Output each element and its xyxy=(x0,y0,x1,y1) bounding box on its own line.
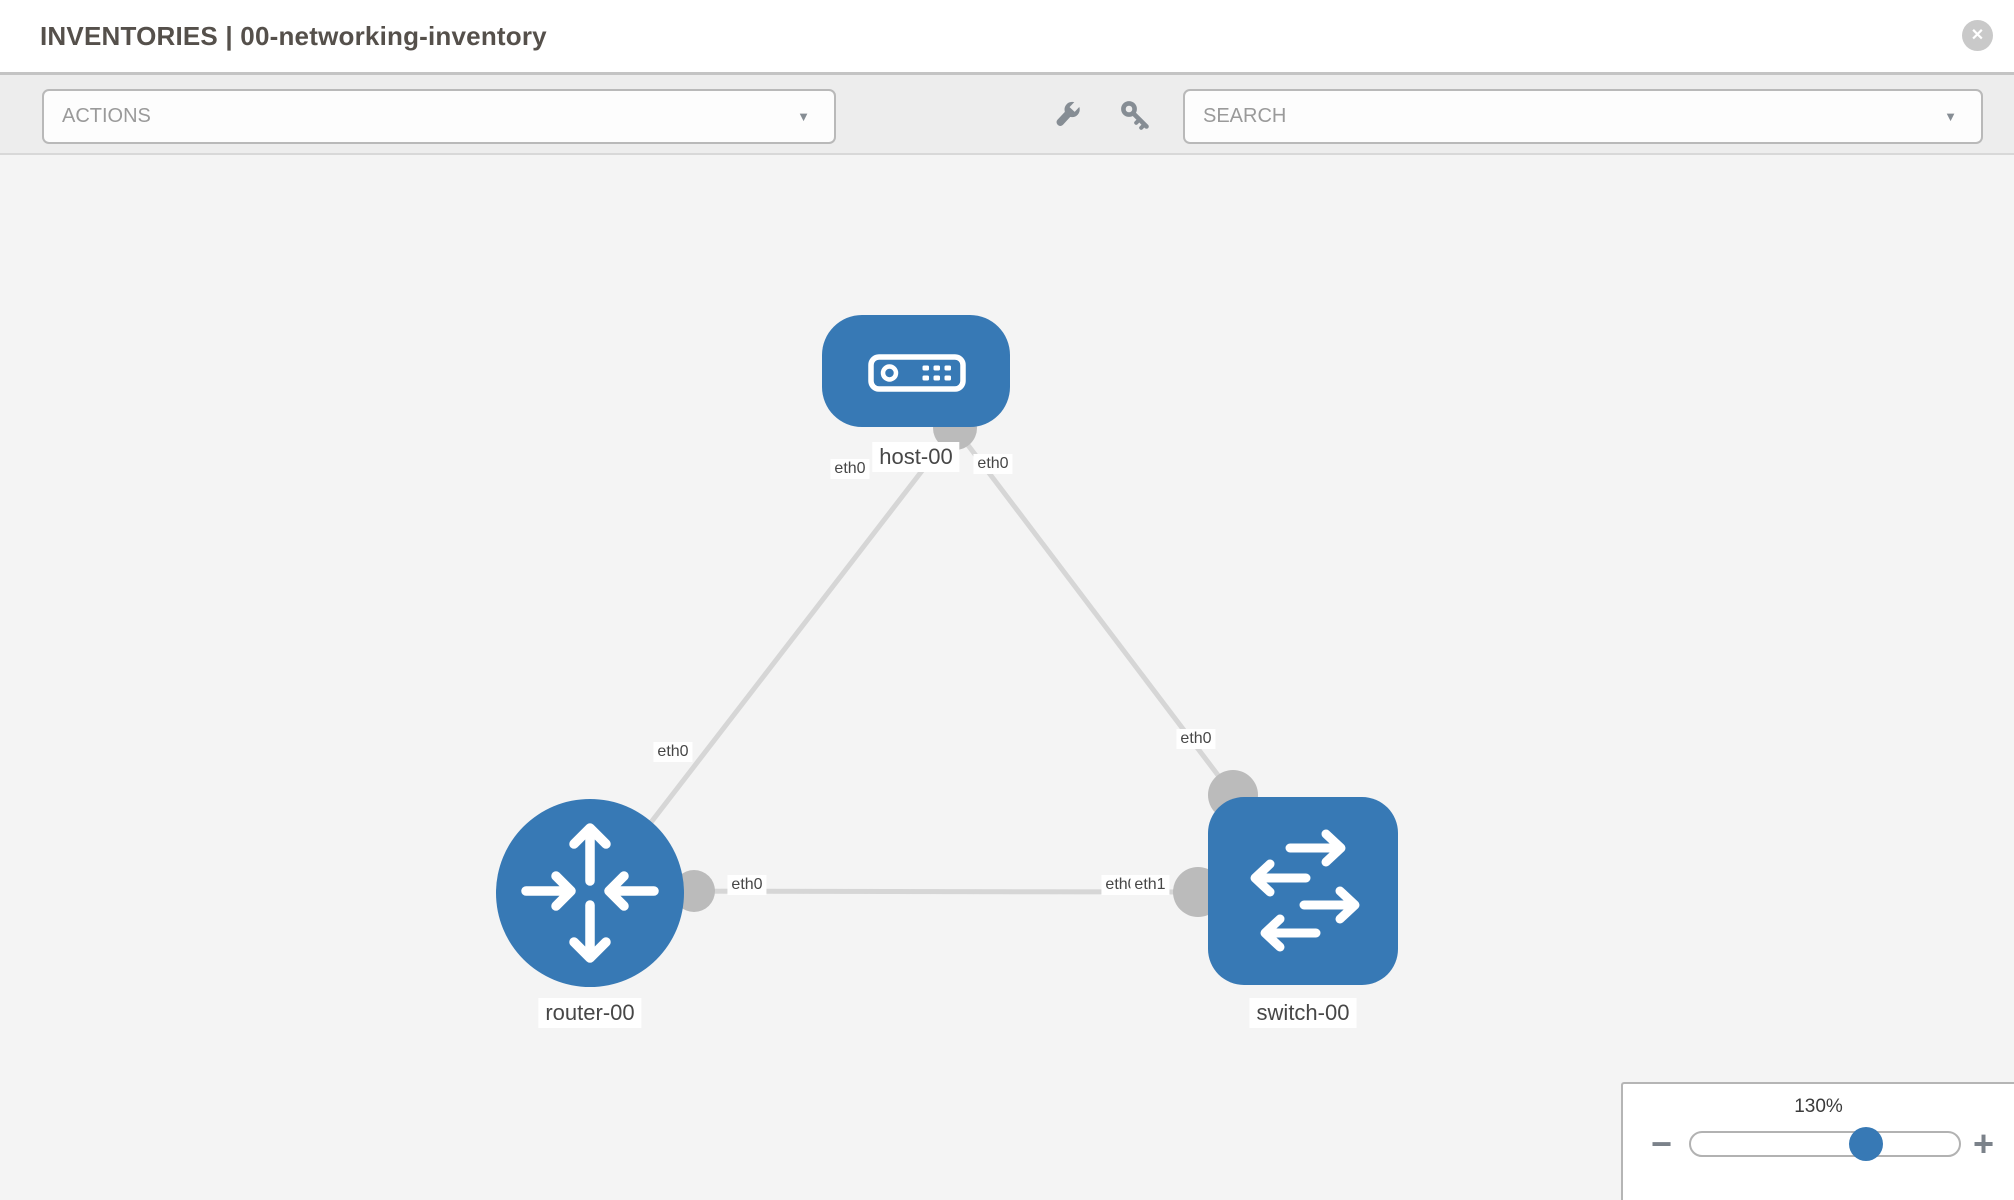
key-button[interactable] xyxy=(1118,98,1152,132)
search-dropdown[interactable]: SEARCH ▼ xyxy=(1183,89,1983,144)
page-title: INVENTORIES | 00-networking-inventory xyxy=(40,21,547,51)
zoom-out-button[interactable]: − xyxy=(1651,1123,1673,1164)
node-label-host: host-00 xyxy=(872,442,960,472)
close-button[interactable]: ✕ xyxy=(1962,20,1993,51)
switch-icon xyxy=(1250,829,1360,952)
key-icon xyxy=(1121,101,1149,130)
caret-down-icon: ▼ xyxy=(797,109,810,124)
node-host-00[interactable] xyxy=(822,315,1010,427)
node-router-00[interactable] xyxy=(496,799,684,987)
node-label-switch: switch-00 xyxy=(1249,998,1357,1028)
search-dropdown-label: SEARCH xyxy=(1203,105,1287,127)
links-group xyxy=(589,426,1235,897)
caret-down-icon: ▼ xyxy=(1944,109,1957,124)
interface-label: eth0 xyxy=(973,454,1013,474)
toolbar: ACTIONS ▼ SEARCH ▼ xyxy=(0,72,2014,155)
interface-label: eth0 xyxy=(830,459,870,479)
zoom-slider-thumb[interactable] xyxy=(1849,1127,1883,1161)
interface-label: eth0 xyxy=(653,742,693,762)
zoom-panel: 130% − + xyxy=(1621,1082,2014,1200)
topology-canvas[interactable]: eth0 eth0 eth0 eth0 eth0 eth0 eth1 host-… xyxy=(0,155,2014,1200)
close-icon: ✕ xyxy=(1970,26,1985,44)
interface-label: eth1 xyxy=(1130,875,1170,895)
actions-dropdown[interactable]: ACTIONS ▼ xyxy=(42,89,836,144)
node-label-router: router-00 xyxy=(538,998,642,1028)
link-host-router[interactable] xyxy=(593,426,957,897)
title-bar: INVENTORIES | 00-networking-inventory ✕ xyxy=(0,0,2014,72)
host-icon xyxy=(868,354,966,392)
interface-label: eth0 xyxy=(727,875,767,895)
wrench-button[interactable] xyxy=(1050,98,1084,132)
router-icon xyxy=(521,823,659,963)
zoom-level: 130% xyxy=(1794,1096,1843,1117)
actions-dropdown-label: ACTIONS xyxy=(62,105,151,127)
interface-label: eth0 xyxy=(1176,729,1216,749)
zoom-in-button[interactable]: + xyxy=(1973,1123,1995,1164)
zoom-slider[interactable] xyxy=(1689,1127,1961,1161)
node-switch-00[interactable] xyxy=(1208,797,1398,985)
interfaces-group xyxy=(673,406,1258,917)
wrench-icon xyxy=(1056,99,1082,126)
